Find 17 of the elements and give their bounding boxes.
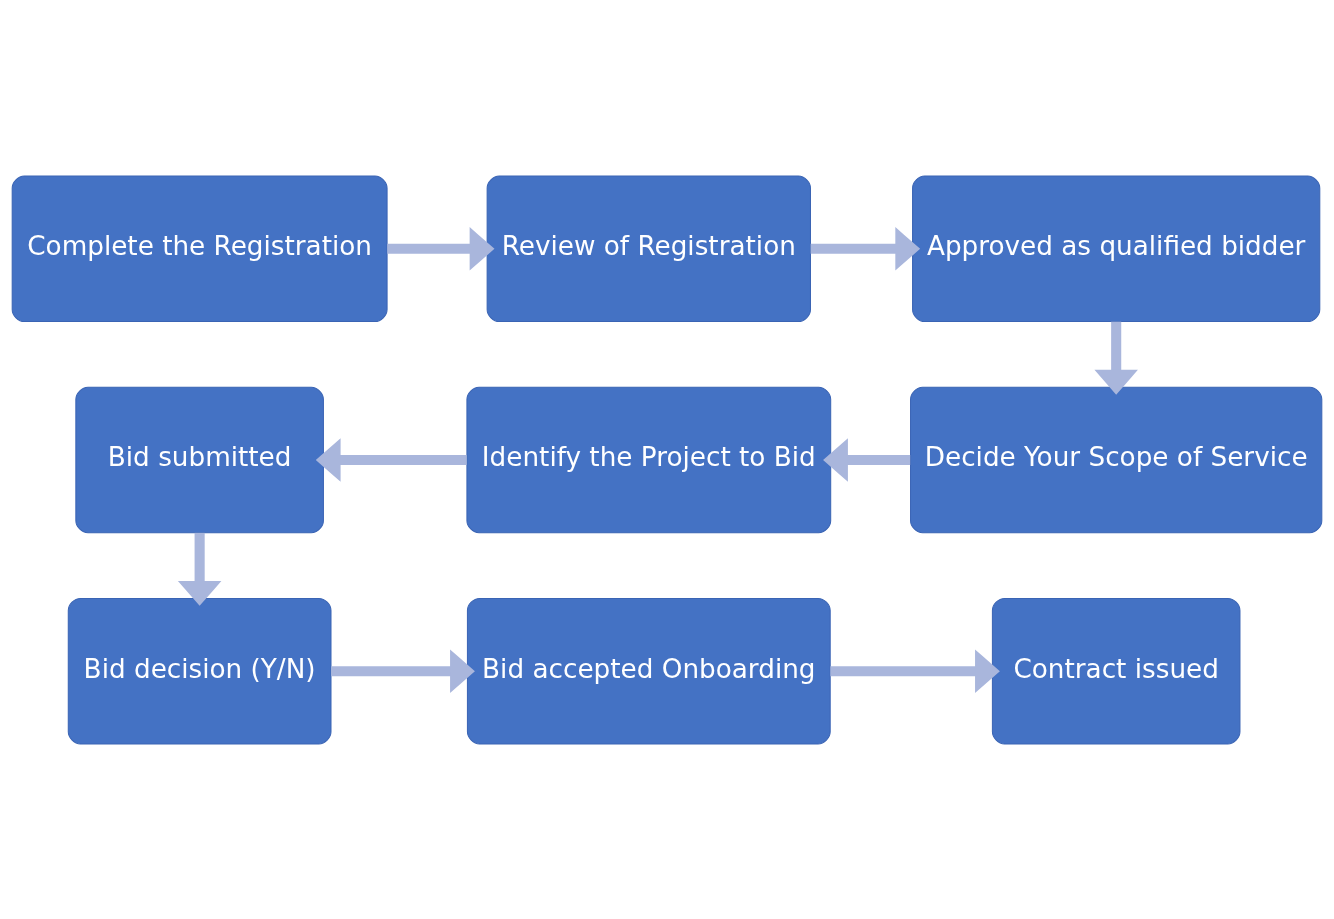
arrow xyxy=(823,437,911,482)
arrow xyxy=(830,648,1000,693)
arrow xyxy=(177,532,222,606)
node-box: Review of Registration xyxy=(486,175,811,322)
arrow xyxy=(1094,321,1138,395)
node-box: Complete the Registration xyxy=(11,175,388,322)
arrow xyxy=(331,648,475,693)
node-box: Bid decision (Y/N) xyxy=(67,597,332,744)
node-box: Decide Your Scope of Service xyxy=(910,386,1323,533)
node-box: Approved as qualified bidder xyxy=(912,175,1321,322)
node-box: Bid submitted xyxy=(75,386,324,533)
arrow xyxy=(387,226,495,271)
node-box: Identify the Project to Bid xyxy=(466,386,832,533)
node-box: Bid accepted Onboarding xyxy=(466,597,831,744)
node-box: Contract issued xyxy=(991,597,1241,744)
arrow xyxy=(810,226,921,271)
arrow xyxy=(315,437,467,482)
